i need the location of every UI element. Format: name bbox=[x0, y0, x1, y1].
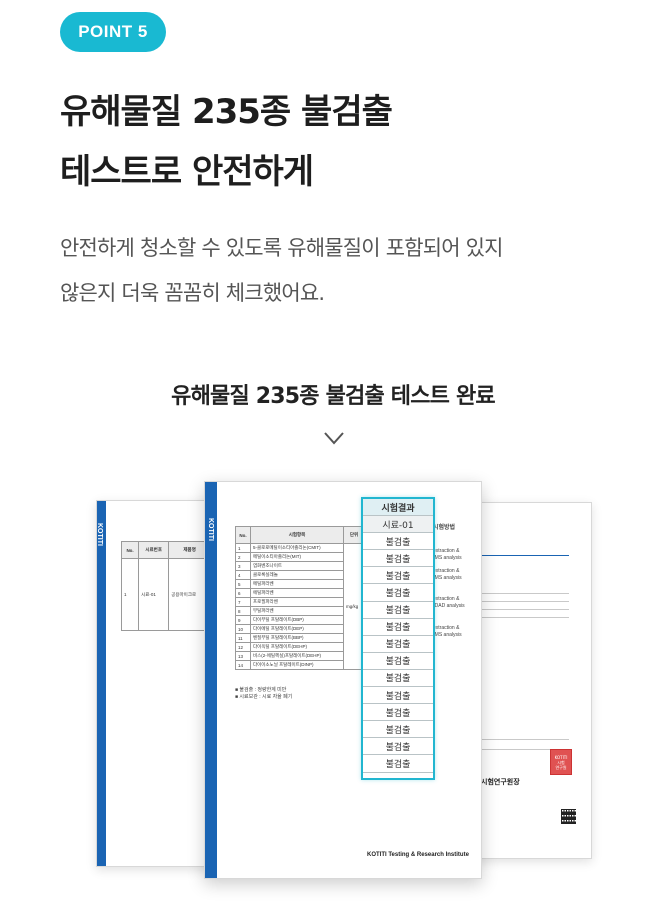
result-cell: 불검출 bbox=[363, 533, 433, 551]
main-col-no: No. bbox=[235, 526, 251, 544]
report-note-2: ■ 시료보관 : 시료 자율 폐기 bbox=[235, 694, 293, 700]
method-text: extraction & bbox=[433, 596, 460, 602]
description-line-2: 않은지 더욱 꼼꼼히 체크했어요. bbox=[60, 281, 325, 305]
report-page-left: KOTITI No. 시료번호 제품명 1 시료-01 공용마이크로 bbox=[96, 500, 218, 867]
method-text: -MS analysis bbox=[433, 575, 462, 581]
headline-line-1: 유해물질 235종 불검출 bbox=[60, 92, 393, 132]
result-cell: 불검출 bbox=[363, 618, 433, 636]
test-item: 5-클로로메틸이소티아졸리논(CMIT) bbox=[250, 543, 344, 553]
left-cell-no: 1 bbox=[120, 558, 140, 631]
test-item: 클로록실레놀 bbox=[250, 570, 344, 580]
result-cell: 불검출 bbox=[363, 635, 433, 653]
test-item: 다이에틸 프탈레이트(DEP) bbox=[250, 624, 344, 634]
brand-text-left: KOTITI bbox=[96, 523, 103, 546]
result-cell: 불검출 bbox=[363, 755, 433, 773]
method-text: extraction & bbox=[433, 568, 460, 574]
left-col-product: 제품명 bbox=[168, 541, 211, 559]
result-cell: 불검출 bbox=[363, 738, 433, 756]
brand-text-main: KOTITI bbox=[207, 518, 214, 541]
result-cell: 불검출 bbox=[363, 567, 433, 585]
method-header: 시험방법 bbox=[433, 525, 456, 531]
result-cell: 불검출 bbox=[363, 704, 433, 722]
test-result-column: 시험결과 시료-01 불검출 불검출 불검출 불검출 불검출 불검출 불검출 불… bbox=[361, 497, 435, 780]
result-cell: 불검출 bbox=[363, 584, 433, 602]
result-sample-label: 시료-01 bbox=[363, 516, 433, 534]
left-col-sample: 시료번호 bbox=[138, 541, 170, 559]
test-item: 부틸파라벤 bbox=[250, 606, 344, 616]
test-item: 다이옥틸 프탈레이트(DEHP) bbox=[250, 642, 344, 652]
result-cell: 불검출 bbox=[363, 669, 433, 688]
left-report-table: No. 시료번호 제품명 1 시료-01 공용마이크로 bbox=[120, 541, 211, 631]
method-text: -MS analysis bbox=[433, 632, 462, 638]
director-title: 시험연구원장 bbox=[481, 779, 520, 786]
test-item: 메틸이소티아졸리논(MIT) bbox=[250, 552, 344, 562]
main-col-unit: 단위 bbox=[343, 526, 365, 544]
test-item: 프로필파라벤 bbox=[250, 597, 344, 607]
result-cell: 불검출 bbox=[363, 652, 433, 670]
description-line-1: 안전하게 청소할 수 있도록 유해물질이 포함되어 있지 bbox=[60, 236, 504, 260]
left-col-no: No. bbox=[120, 541, 140, 559]
test-item: 다이부틸 프탈레이트(DBP) bbox=[250, 615, 344, 625]
report-footer: KOTITI Testing & Research Institute bbox=[367, 852, 469, 858]
method-text: extraction & bbox=[433, 625, 460, 631]
method-text: -MS analysis bbox=[433, 555, 462, 561]
qr-code bbox=[561, 809, 576, 824]
test-item: 에틸파라벤 bbox=[250, 588, 344, 598]
point-badge: POINT 5 bbox=[60, 12, 166, 52]
result-header: 시험결과 bbox=[363, 499, 433, 517]
test-item: 메틸파라벤 bbox=[250, 579, 344, 589]
result-cell: 불검출 bbox=[363, 687, 433, 705]
report-note-1: ■ 불검출 : 정량한계 미만 bbox=[235, 687, 287, 693]
method-text: extraction & bbox=[433, 548, 460, 554]
test-item: 비스(2-에틸헥실)프탈레이트(DEHP) bbox=[250, 651, 344, 661]
method-text: -DAD analysis bbox=[433, 603, 465, 609]
chevron-down-icon bbox=[324, 432, 344, 445]
result-cell: 불검출 bbox=[363, 550, 433, 568]
left-cell-sample: 시료-01 bbox=[138, 558, 170, 631]
result-cell: 불검출 bbox=[363, 601, 433, 619]
main-col-item: 시험항목 bbox=[250, 526, 344, 544]
test-item: 다이이소노닐 프탈레이트(DINP) bbox=[250, 660, 344, 670]
test-complete-heading: 유해물질 235종 불검출 테스트 완료 bbox=[171, 384, 495, 409]
test-item: 염화벤조나이트 bbox=[250, 561, 344, 571]
headline-line-2: 테스트로 안전하게 bbox=[60, 152, 314, 192]
test-item: 벤질부틸 프탈레이트(BBP) bbox=[250, 633, 344, 643]
result-cell: 불검출 bbox=[363, 721, 433, 739]
